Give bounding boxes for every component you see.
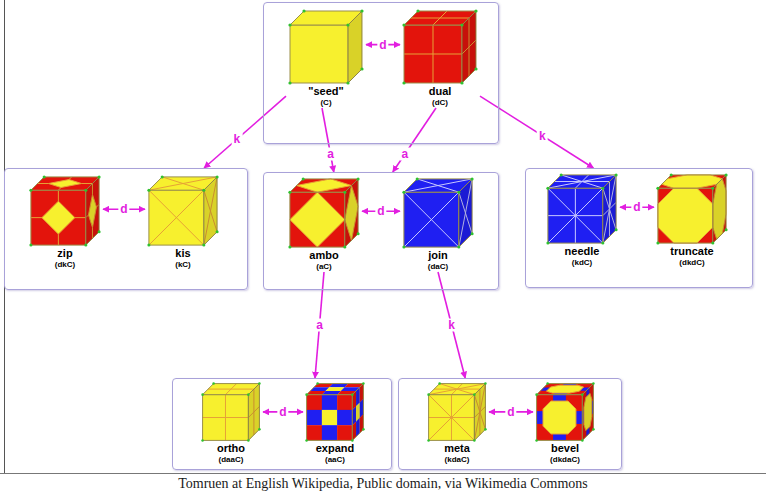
operator-name: expand — [305, 442, 365, 455]
conway-notation: (aC) — [288, 262, 360, 272]
operator-name: join — [402, 249, 474, 262]
polyhedron-drawing — [201, 382, 261, 442]
operator-name: dual — [402, 85, 478, 98]
operator-label: d — [631, 201, 642, 214]
pair-panel: ortho(daaC) expand(aaC) — [172, 378, 392, 470]
operator-arrow — [393, 108, 436, 172]
polyhedron-tile: truncate(dkdC) — [654, 173, 730, 268]
operator-arrow — [315, 272, 324, 378]
operator-arrow — [204, 96, 286, 168]
operator-label: d — [377, 38, 388, 51]
operator-arrow — [322, 108, 334, 172]
caption-rule — [0, 473, 766, 474]
operator-arrow — [480, 96, 593, 168]
pair-panel: needle(kdC) truncate(dkdC) — [525, 168, 753, 288]
conway-notation: (kdC) — [546, 258, 618, 268]
operator-name: needle — [546, 245, 618, 258]
operator-label: k — [537, 129, 548, 142]
operator-name: kis — [147, 247, 219, 260]
conway-notation: (kdaC) — [427, 455, 487, 465]
operator-label: d — [118, 203, 129, 216]
polyhedron-drawing — [546, 173, 618, 245]
polyhedron-tile: meta(kdaC) — [425, 382, 489, 465]
polyhedron-tile: needle(kdC) — [544, 173, 620, 268]
caption-text: Tomruen at English Wikipedia, Public dom… — [178, 476, 588, 491]
operator-label: k — [446, 319, 457, 332]
pair-panel: meta(kdaC) bevel(dkdaC) — [398, 378, 622, 470]
conway-notation: (C) — [288, 98, 364, 108]
conway-notation: (daC) — [402, 262, 474, 272]
operator-name: ambo — [288, 249, 360, 262]
conway-notation: (dkC) — [29, 260, 101, 270]
polyhedron-drawing — [402, 177, 474, 249]
conway-notation: (kC) — [147, 260, 219, 270]
operator-name: truncate — [656, 245, 728, 258]
operator-label: d — [277, 405, 288, 418]
operator-label: d — [505, 405, 516, 418]
conway-notation: (dC) — [402, 98, 478, 108]
operator-name: bevel — [535, 442, 595, 455]
polyhedron-tile: bevel(dkdaC) — [533, 382, 597, 465]
polyhedron-tile: zip(dkC) — [27, 175, 103, 270]
conway-notation: (dkdaC) — [535, 455, 595, 465]
polyhedron-tile: expand(aaC) — [303, 382, 367, 465]
polyhedron-drawing — [147, 175, 219, 247]
operator-name: zip — [29, 247, 101, 260]
polyhedron-drawing — [656, 173, 728, 245]
pair-panel: "seed"(C) dual(dC) — [263, 2, 499, 144]
polyhedron-tile: dual(dC) — [400, 9, 480, 108]
polyhedron-drawing — [535, 382, 595, 442]
polyhedron-tile: kis(kC) — [145, 175, 221, 270]
operator-label: a — [314, 319, 325, 332]
polyhedron-drawing — [427, 382, 487, 442]
conway-notation: (daaC) — [201, 455, 261, 465]
conway-notation: (aaC) — [305, 455, 365, 465]
operator-name: ortho — [201, 442, 261, 455]
operator-label: a — [400, 148, 411, 161]
polyhedron-drawing — [402, 9, 478, 85]
polyhedron-drawing — [288, 177, 360, 249]
polyhedron-drawing — [288, 9, 364, 85]
operator-label: d — [375, 205, 386, 218]
pair-panel: zip(dkC) kis(kC) — [4, 168, 248, 290]
polyhedron-tile: "seed"(C) — [286, 9, 366, 108]
polyhedron-tile: ortho(daaC) — [199, 382, 263, 465]
polyhedron-tile: join(daC) — [400, 177, 476, 272]
operator-label: a — [325, 148, 336, 161]
pair-panel: ambo(aC) join(daC) — [263, 172, 499, 290]
operator-name: meta — [427, 442, 487, 455]
operator-arrow — [438, 272, 465, 378]
conway-notation: (dkdC) — [656, 258, 728, 268]
caption: Tomruen at English Wikipedia, Public dom… — [0, 476, 766, 491]
polyhedron-drawing — [29, 175, 101, 247]
polyhedron-tile: ambo(aC) — [286, 177, 362, 272]
polyhedron-drawing — [305, 382, 365, 442]
operator-label: k — [232, 133, 243, 146]
operator-name: "seed" — [288, 85, 364, 98]
